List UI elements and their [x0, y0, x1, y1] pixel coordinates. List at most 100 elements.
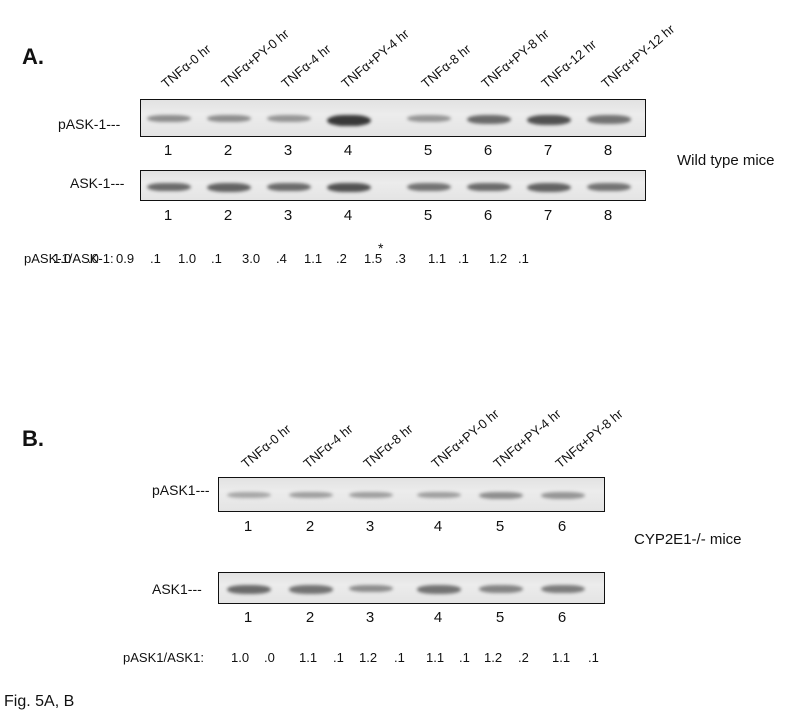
blot-band	[327, 182, 371, 193]
ratio-value: .2	[518, 650, 529, 665]
blot-band	[207, 115, 251, 123]
ratio-value: .1	[459, 650, 470, 665]
lane-number: 3	[365, 518, 375, 535]
lane-number: 8	[603, 142, 613, 159]
ratio-value: .1	[211, 251, 222, 266]
panel-b-side-label: CYP2E1-/- mice	[634, 531, 742, 548]
lane-number: 4	[433, 609, 443, 626]
lane-number: 1	[163, 207, 173, 224]
lane-number: 6	[483, 207, 493, 224]
lane-number: 5	[495, 518, 505, 535]
lane-header: TNFα-8 hr	[418, 41, 474, 91]
lane-number: 2	[305, 518, 315, 535]
panel-a-ratio-label: pASK-1/ASK-1:	[24, 251, 114, 266]
blot-band	[587, 182, 631, 191]
panel-b-label: B.	[22, 426, 44, 451]
ratio-value: 1.5	[364, 251, 383, 266]
ratio-value: 0.9	[116, 251, 135, 266]
blot-band	[407, 115, 451, 123]
ratio-value: .1	[518, 251, 529, 266]
lane-header: TNFα-0 hr	[238, 421, 294, 471]
lane-number: 3	[283, 142, 293, 159]
lane-number: 1	[243, 518, 253, 535]
panel-b-row1-label: pASK1---	[152, 482, 210, 498]
blot-band	[417, 491, 461, 499]
ratio-value: 1.1	[552, 650, 571, 665]
blot-band	[417, 585, 461, 594]
lane-number: 5	[495, 609, 505, 626]
lane-header: TNFα+PY-8 hr	[552, 405, 626, 471]
lane-number: 1	[163, 142, 173, 159]
blot-band	[349, 491, 393, 499]
lane-number: 3	[365, 609, 375, 626]
panel-b-blot-ask1	[218, 572, 605, 604]
lane-number: 6	[483, 142, 493, 159]
lane-number: 4	[343, 207, 353, 224]
ratio-value: .0	[264, 650, 275, 665]
blot-band	[227, 491, 271, 498]
lane-header: TNFα-0 hr	[158, 41, 214, 91]
lane-number: 6	[557, 609, 567, 626]
panel-a-blot-ask1	[140, 170, 646, 201]
blot-band	[207, 182, 251, 192]
blot-band	[479, 585, 523, 593]
blot-band	[467, 182, 511, 192]
ratio-value: 1.2	[359, 650, 378, 665]
blot-band	[407, 182, 451, 191]
ratio-value: 1.1	[304, 251, 323, 266]
lane-number: 5	[423, 142, 433, 159]
ratio-value: 3.0	[242, 251, 261, 266]
significance-asterisk: *	[378, 240, 384, 256]
lane-header: TNFα-4 hr	[300, 421, 356, 471]
ratio-value: 1.1	[426, 650, 445, 665]
lane-number: 3	[283, 207, 293, 224]
blot-band	[267, 182, 311, 192]
blot-band	[527, 115, 571, 125]
panel-a-blot-pask1	[140, 99, 646, 137]
blot-band	[327, 115, 371, 126]
blot-band	[541, 585, 585, 594]
ratio-value: .2	[336, 251, 347, 266]
ratio-value: 1.1	[428, 251, 447, 266]
panel-a-row1-label: pASK-1---	[58, 116, 121, 132]
blot-band	[147, 115, 191, 123]
lane-header: TNFα+PY-12 hr	[598, 21, 678, 92]
ratio-value: .1	[458, 251, 469, 266]
panel-b-row2-label: ASK1---	[152, 581, 202, 597]
lane-header: TNFα+PY-0 hr	[428, 405, 502, 471]
blot-band	[289, 585, 333, 594]
ratio-value: 1.2	[489, 251, 508, 266]
lane-number: 2	[223, 207, 233, 224]
lane-number: 4	[343, 142, 353, 159]
ratio-value: .1	[333, 650, 344, 665]
lane-header: TNFα-4 hr	[278, 41, 334, 91]
lane-header: TNFα+PY-4 hr	[338, 25, 412, 91]
ratio-value: .0	[88, 251, 99, 266]
lane-number: 2	[223, 142, 233, 159]
panel-a-label: A.	[22, 44, 44, 69]
panel-b-blot-pask1	[218, 477, 605, 512]
blot-band	[479, 491, 523, 499]
lane-header: TNFα-12 hr	[538, 36, 600, 91]
ratio-value: .4	[276, 251, 287, 266]
panel-a-side-label: Wild type mice	[677, 152, 775, 169]
lane-number: 7	[543, 207, 553, 224]
lane-number: 4	[433, 518, 443, 535]
blot-band	[467, 115, 511, 124]
ratio-value: 1.2	[484, 650, 503, 665]
ratio-value: 1.0	[178, 251, 197, 266]
blot-band	[349, 585, 393, 593]
lane-number: 8	[603, 207, 613, 224]
lane-header: TNFα-8 hr	[360, 421, 416, 471]
lane-number: 2	[305, 609, 315, 626]
blot-band	[267, 115, 311, 123]
ratio-value: .1	[588, 650, 599, 665]
ratio-value: 1.0	[53, 251, 72, 266]
lane-number: 6	[557, 518, 567, 535]
lane-header: TNFα+PY-4 hr	[490, 405, 564, 471]
lane-number: 7	[543, 142, 553, 159]
ratio-value: .1	[150, 251, 161, 266]
blot-band	[147, 182, 191, 192]
blot-band	[587, 115, 631, 124]
ratio-value: .1	[394, 650, 405, 665]
